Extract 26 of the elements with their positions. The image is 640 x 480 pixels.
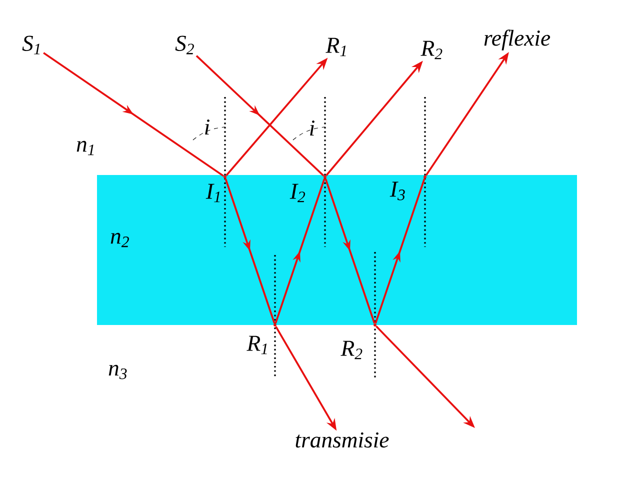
point-label: I$_{1}$ [206, 184, 220, 202]
light-ray [43, 52, 224, 177]
medium-label: n$_{2}$ [110, 232, 129, 248]
point-label: R$_{1}$ [246, 336, 267, 354]
medium-label: i [310, 120, 314, 136]
point-label: S$_{1}$ [22, 36, 40, 54]
incidence-point [274, 324, 276, 326]
medium-label: n$_{1}$ [76, 140, 94, 156]
point-label: I$_{3}$ [390, 182, 405, 200]
point-label: I$_{2}$ [290, 184, 306, 202]
medium-label: n$_{3}$ [108, 364, 127, 380]
point-label: R$_{2}$ [420, 40, 442, 60]
point-label: S$_{2}$ [175, 36, 194, 54]
point-label: transmisie [296, 432, 389, 448]
incidence-point [424, 176, 426, 179]
point-label: R$_{2}$ [340, 340, 362, 360]
incidence-point [224, 176, 226, 179]
light-ray [274, 178, 326, 324]
light-ray [196, 55, 324, 176]
point-label: reflexie [484, 30, 550, 50]
light-ray [374, 178, 426, 324]
point-label: R$_{1}$ [326, 38, 346, 56]
light-ray [324, 178, 376, 324]
light-ray [224, 178, 276, 324]
incidence-point [374, 324, 376, 326]
incidence-point [324, 176, 326, 179]
